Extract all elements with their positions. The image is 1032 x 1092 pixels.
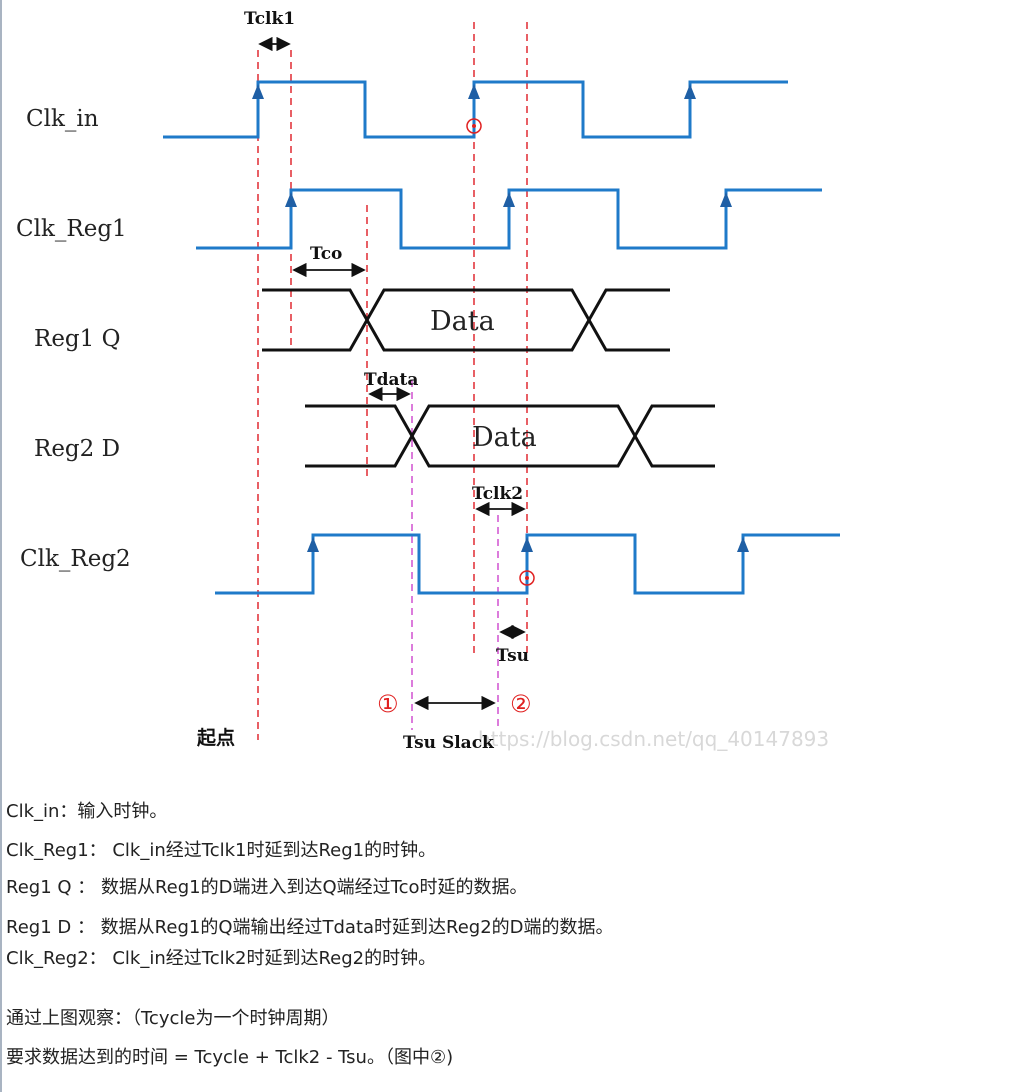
tclk2-label: Tclk2 bbox=[472, 484, 523, 504]
watermark: https://blog.csdn.net/qq_40147893 bbox=[478, 727, 829, 751]
tdata-label: Tdata bbox=[364, 370, 418, 390]
label-clk-in: Clk_in bbox=[26, 106, 99, 132]
label-reg1-q: Reg1 Q bbox=[34, 326, 120, 352]
left-border bbox=[0, 0, 2, 1092]
desc-line-observation: 通过上图观察：（Tcycle为一个时钟周期） bbox=[6, 1008, 340, 1029]
label-clk-reg2: Clk_Reg2 bbox=[20, 546, 131, 572]
reg1-q-waveform bbox=[262, 288, 670, 352]
reg2-d-waveform bbox=[305, 404, 715, 468]
clk-reg1-edge-arrow-1 bbox=[285, 192, 297, 207]
clk-reg2-edge-arrow-2 bbox=[521, 537, 533, 552]
tsu-slack-label: Tsu Slack bbox=[403, 733, 495, 753]
reg1-q-data-label: Data bbox=[430, 306, 495, 337]
start-point-label: 起点 bbox=[196, 727, 235, 749]
tclk1-label: Tclk1 bbox=[244, 9, 295, 29]
desc-line-reg1-q: Reg1 Q ： 数据从Reg1的D端进入到达Q端经过Tco时延的数据。 bbox=[6, 877, 528, 898]
clk-reg1-edge-arrow-2 bbox=[503, 192, 515, 207]
clk-reg2-edge-arrow-3 bbox=[737, 537, 749, 552]
desc-line-reg1-d: Reg1 D ： 数据从Reg1的Q端输出经过Tdata时延到达Reg2的D端的… bbox=[6, 917, 614, 938]
tco-label: Tco bbox=[310, 244, 342, 264]
clk-reg1-edge-arrow-3 bbox=[720, 192, 732, 207]
label-reg2-d: Reg2 D bbox=[34, 436, 120, 462]
tsu-label: Tsu bbox=[496, 646, 529, 666]
label-clk-reg1: Clk_Reg1 bbox=[16, 216, 127, 242]
reg2-d-data-label: Data bbox=[472, 422, 537, 453]
clk-in-sample-marker bbox=[466, 118, 482, 134]
clk-reg2-edge-arrow-1 bbox=[307, 537, 319, 552]
desc-line-clk-reg1: Clk_Reg1： Clk_in经过Tclk1时延到达Reg1的时钟。 bbox=[6, 840, 437, 861]
desc-line-clk-reg2: Clk_Reg2： Clk_in经过Tclk2时延到达Reg2的时钟。 bbox=[6, 948, 437, 969]
desc-line-formula: 要求数据达到的时间 = Tcycle + Tclk2 - Tsu。（图中②) bbox=[6, 1047, 454, 1068]
clk-in-edge-arrow-2 bbox=[468, 84, 480, 99]
clk-reg2-sample-marker bbox=[519, 570, 535, 586]
marker-1: ① bbox=[377, 690, 399, 718]
clk-in-edge-arrow-1 bbox=[252, 84, 264, 99]
marker-2: ② bbox=[510, 690, 532, 718]
clk-in-edge-arrow-3 bbox=[684, 84, 696, 99]
desc-line-clk-in: Clk_in：输入时钟。 bbox=[6, 801, 168, 822]
timing-diagram: Clk_in Clk_Reg1 Reg1 Q Reg2 D Clk_Reg2 h… bbox=[16, 9, 840, 753]
